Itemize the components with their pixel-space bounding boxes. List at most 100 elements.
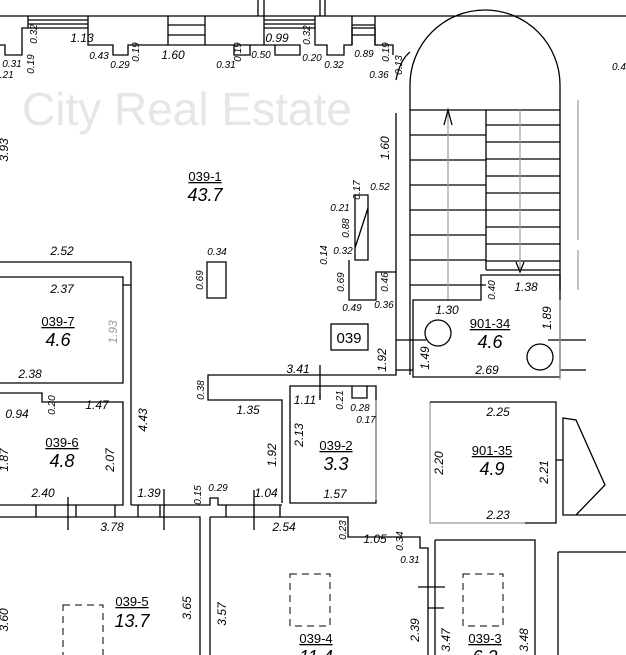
dimension-label: 0.49 bbox=[342, 303, 362, 314]
dimension-label: 2.52 bbox=[49, 244, 74, 258]
dimension-label: 0.32 bbox=[333, 246, 353, 257]
dimension-label: 0.69 bbox=[195, 270, 206, 290]
dimension-label: 1.87 bbox=[0, 447, 11, 472]
dimension-label: 0.19 bbox=[131, 42, 142, 62]
dimension-label: 0.88 bbox=[341, 218, 352, 238]
dimension-label: 0.19 bbox=[26, 54, 37, 74]
dimension-label: 2.69 bbox=[474, 363, 499, 377]
room-area: 6.2 bbox=[472, 647, 497, 655]
dimension-label: 0.23 bbox=[338, 520, 349, 540]
room-area: 4.8 bbox=[49, 451, 74, 471]
dimension-label: 0.40 bbox=[487, 280, 498, 300]
dimension-label: 0.32 bbox=[324, 60, 344, 71]
dimension-label: 3.47 bbox=[439, 627, 453, 652]
dimension-label: 0.15 bbox=[193, 485, 204, 505]
dimension-label: 1.39 bbox=[137, 486, 161, 500]
dimension-label: 0.21 bbox=[0, 70, 14, 81]
dimension-label: 3.93 bbox=[0, 138, 11, 162]
dimension-label: 2.20 bbox=[432, 451, 446, 476]
dimension-label: 2.07 bbox=[103, 447, 117, 473]
room-area: 4.6 bbox=[477, 332, 503, 352]
dimension-label: 0.34 bbox=[207, 247, 227, 258]
dimension-label: 2.38 bbox=[17, 367, 42, 381]
dimension-label: 0.21 bbox=[335, 390, 346, 409]
room-area: 13.7 bbox=[114, 611, 150, 631]
dimension-label: 1.04 bbox=[254, 486, 278, 500]
dimension-label: 0.4 bbox=[612, 62, 626, 73]
dimension-label: 0.13 bbox=[394, 55, 405, 75]
dimension-label: 0.52 bbox=[370, 182, 390, 193]
dimension-label: 2.54 bbox=[271, 520, 296, 534]
dimension-label: 3.57 bbox=[215, 601, 229, 626]
room-area: 11.4 bbox=[299, 647, 333, 655]
room-area: 4.9 bbox=[479, 459, 504, 479]
room-id: 901-34 bbox=[470, 316, 510, 331]
dimension-label: 1.57 bbox=[323, 487, 348, 501]
dimension-label: 3.60 bbox=[0, 608, 11, 632]
dimension-label: 1.93 bbox=[106, 320, 120, 344]
dimension-label: 3.48 bbox=[517, 628, 531, 652]
dimension-label: 0.29 bbox=[110, 60, 130, 71]
dimension-label: 0.17 bbox=[356, 415, 376, 426]
apartment-label-box bbox=[330, 323, 369, 351]
dimension-label: 2.25 bbox=[485, 405, 510, 419]
dimension-label: 4.43 bbox=[136, 408, 150, 432]
dimension-label: 1.38 bbox=[514, 280, 538, 294]
dimension-label: 2.37 bbox=[49, 282, 75, 296]
dimension-label: 0.69 bbox=[336, 272, 347, 292]
room-id: 039-3 bbox=[468, 631, 501, 646]
dimension-label: 1.13 bbox=[70, 31, 94, 45]
room-area: 3.3 bbox=[323, 454, 348, 474]
dimension-label: 0.20 bbox=[302, 53, 322, 64]
room-id: 039-2 bbox=[319, 438, 352, 453]
dimension-label: 2.39 bbox=[408, 618, 422, 643]
dimension-label: 2.40 bbox=[30, 486, 55, 500]
dimension-label: 0.32 bbox=[29, 24, 40, 44]
dimension-label: 0.43 bbox=[89, 51, 109, 62]
dimension-label: 0.31 bbox=[2, 59, 21, 70]
dimension-label: 1.35 bbox=[236, 403, 260, 417]
room-id: 039-6 bbox=[45, 435, 78, 450]
dimension-label: 0.14 bbox=[319, 245, 330, 265]
dimension-label: 0.29 bbox=[208, 483, 228, 494]
dimension-label: 0.50 bbox=[251, 50, 271, 61]
dimension-label: 0.17 bbox=[352, 180, 363, 200]
dimension-label: 2.13 bbox=[292, 423, 306, 448]
dimension-label: 0.46 bbox=[380, 272, 391, 292]
dimension-label: 0.31 bbox=[400, 555, 419, 566]
room-id: 039-5 bbox=[115, 594, 148, 609]
dimension-label: 3.41 bbox=[286, 362, 309, 376]
room-id: 039-1 bbox=[188, 169, 221, 184]
dimension-label: 0.21 bbox=[330, 203, 349, 214]
dimension-label: 0.28 bbox=[350, 403, 370, 414]
room-id: 039-7 bbox=[41, 314, 74, 329]
dimension-label: 0.99 bbox=[265, 31, 289, 45]
dimension-label: 3.65 bbox=[180, 596, 194, 620]
dimension-label: 0.20 bbox=[47, 395, 58, 415]
dimension-label: 0.32 bbox=[302, 25, 313, 45]
room-labels: 039-1 43.7 039-7 4.6 039-6 4.8 039-2 3.3… bbox=[41, 169, 512, 655]
dimension-label: 2.21 bbox=[537, 460, 551, 484]
dimension-label: 3.78 bbox=[100, 520, 124, 534]
room-area: 43.7 bbox=[187, 185, 223, 205]
dimension-label: 0.19 bbox=[233, 42, 244, 62]
dimension-label: 1.47 bbox=[85, 398, 110, 412]
dimension-label: 0.19 bbox=[381, 42, 392, 62]
dimension-label: 1.49 bbox=[418, 346, 432, 370]
dimension-labels: 0.321.130.310.190.210.430.290.191.600.31… bbox=[0, 24, 626, 652]
room-id: 039-4 bbox=[299, 631, 332, 646]
dimension-label: 0.38 bbox=[196, 380, 207, 400]
dimension-label: 1.60 bbox=[161, 48, 185, 62]
room-area: 4.6 bbox=[45, 330, 71, 350]
dimension-label: 1.89 bbox=[540, 306, 554, 330]
apartment-label: 039 bbox=[336, 330, 361, 347]
dimension-label: 1.05 bbox=[363, 532, 387, 546]
dimension-label: 0.31 bbox=[216, 60, 235, 71]
dimension-label: 0.94 bbox=[5, 407, 29, 421]
dimension-label: 0.36 bbox=[369, 70, 389, 81]
dimension-label: 1.11 bbox=[294, 393, 316, 407]
dimension-label: 2.23 bbox=[485, 508, 510, 522]
dimension-label: 1.92 bbox=[375, 348, 389, 372]
